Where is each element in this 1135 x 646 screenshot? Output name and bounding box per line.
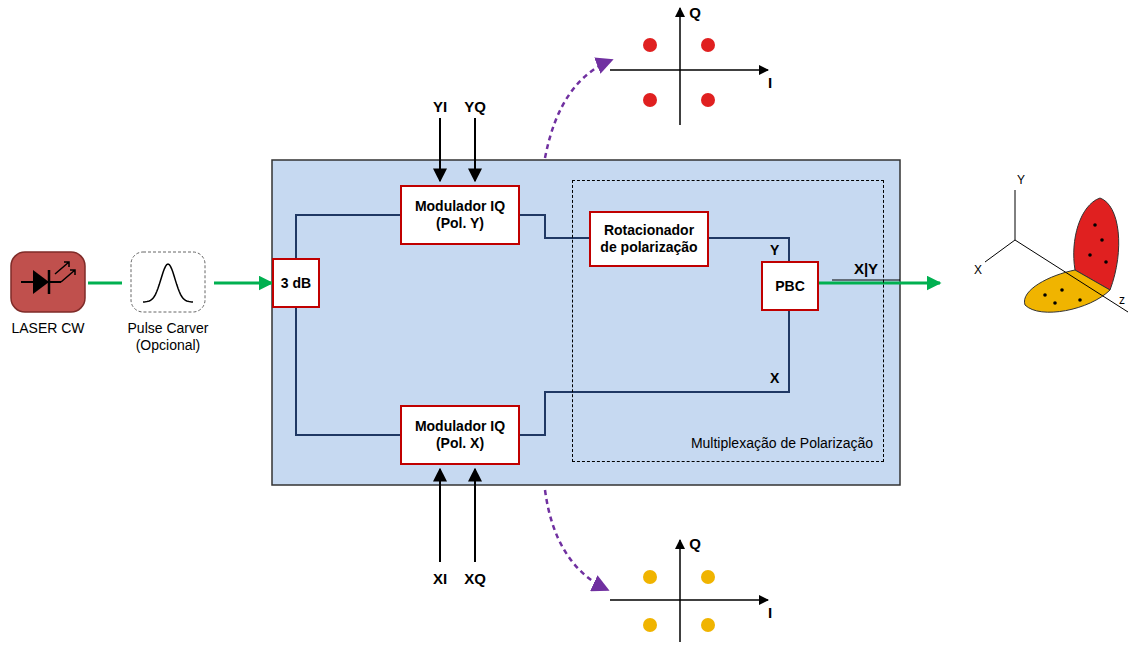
waveguide-line xyxy=(520,311,789,435)
laser-source: LASER CW xyxy=(8,250,88,337)
multiplexing-group: Multiplexação de Polarização Rotacionador… xyxy=(572,180,884,462)
output-beam xyxy=(818,282,940,285)
pulse-carver: Pulse Carver (Opcional) xyxy=(122,250,214,354)
node-text: Rotacionador de polarização xyxy=(595,222,703,256)
waveguide-line xyxy=(296,215,400,258)
polarization-figure xyxy=(985,190,1128,312)
signal-name: YI xyxy=(433,98,447,115)
waveguide-line xyxy=(709,238,789,261)
laser-icon xyxy=(9,250,87,314)
node-text: 3 dB xyxy=(281,275,311,292)
signal-name: XQ xyxy=(464,570,486,587)
waveguide-line xyxy=(296,308,400,435)
node-text: Modulador IQ (Pol. X) xyxy=(406,418,514,452)
modulator-box: Modulador IQ (Pol. Y) xyxy=(400,185,520,245)
node-text: Multiplexação de Polarização xyxy=(691,435,873,451)
axis-label: Q xyxy=(689,535,701,552)
axis-label: I xyxy=(768,74,772,91)
callout-arrow xyxy=(545,490,608,590)
modulator-panel xyxy=(272,160,900,485)
axis-label: I xyxy=(768,604,772,621)
pulse-icon xyxy=(129,250,207,314)
rotator-box: Rotacionador de polarização xyxy=(589,211,709,267)
signal-name: XI xyxy=(433,570,447,587)
callout-arrow xyxy=(545,60,612,158)
coupler-box: 3 dB xyxy=(272,258,320,308)
edge-label: Y xyxy=(768,242,781,258)
axis-label: z xyxy=(1119,293,1125,307)
axis-label: X xyxy=(974,263,982,277)
node-text: LASER CW xyxy=(11,320,84,337)
polarization-label: X|Y xyxy=(854,260,878,277)
node-text: PBC xyxy=(775,278,805,295)
node-text: Pulse Carver (Opcional) xyxy=(122,320,214,354)
combiner-box: PBC xyxy=(761,261,819,311)
node-text: Modulador IQ (Pol. Y) xyxy=(406,198,514,232)
label-underline xyxy=(832,280,900,281)
edge-label: X xyxy=(768,370,781,386)
axis-label: Y xyxy=(1017,173,1025,187)
axis-label: Q xyxy=(689,4,701,21)
optical-beam xyxy=(88,282,122,285)
signal-name: YQ xyxy=(464,98,486,115)
waveguide-line xyxy=(520,215,589,238)
optical-beam xyxy=(214,282,272,285)
modulator-box: Modulador IQ (Pol. X) xyxy=(400,405,520,465)
constellation-x xyxy=(610,540,768,642)
constellation-y xyxy=(610,8,768,125)
